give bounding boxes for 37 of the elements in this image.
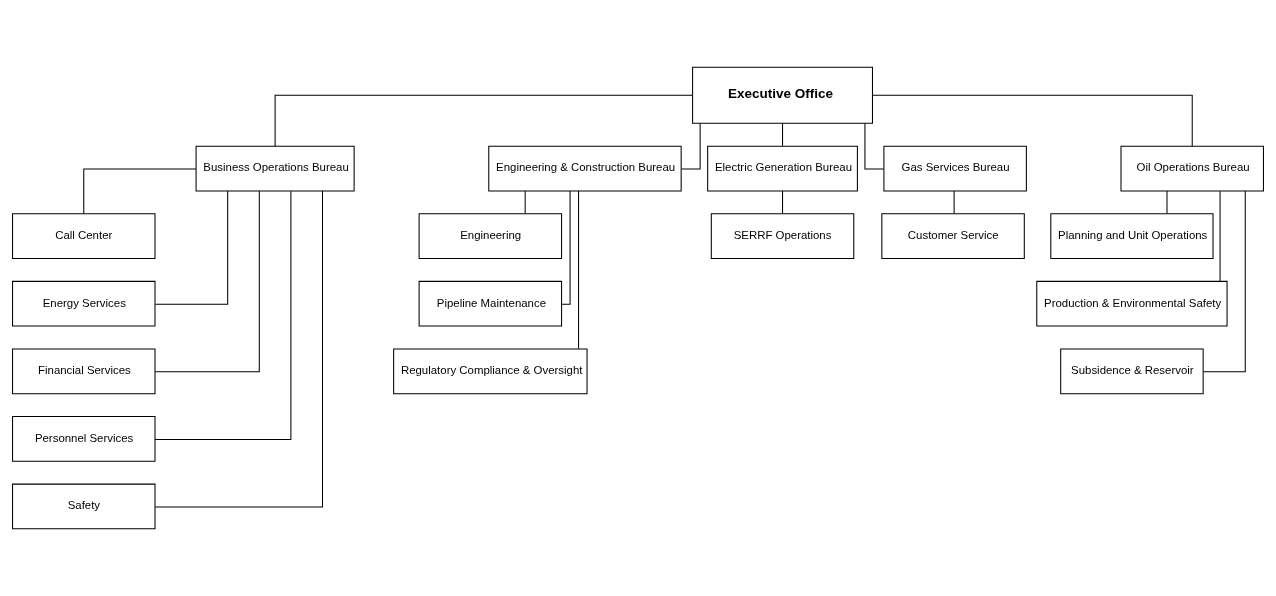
connector <box>782 190 784 214</box>
node-box: Pipeline Maintenance <box>418 280 563 327</box>
connector <box>274 94 693 147</box>
connector <box>1219 190 1221 282</box>
connector <box>1202 190 1246 373</box>
connector <box>154 190 292 440</box>
node-box: Production & Environmental Safety <box>1036 280 1228 327</box>
connector <box>782 122 784 147</box>
node-box: Oil Operations Bureau <box>1120 145 1264 192</box>
connector <box>154 190 324 508</box>
node-box: Energy Services <box>12 280 156 327</box>
node-box: Safety <box>12 483 156 530</box>
node-box: Call Center <box>12 213 156 259</box>
node-box: Engineering & Construction Bureau <box>488 145 682 192</box>
connector <box>872 94 1193 147</box>
node-box: Business Operations Bureau <box>195 145 355 192</box>
node-box: Subsidence & Reservoir <box>1060 348 1204 395</box>
node-box: Executive Office <box>692 66 873 124</box>
node-box: SERRF Operations <box>710 213 855 259</box>
connector <box>953 190 955 214</box>
connector <box>524 190 526 214</box>
connector <box>154 190 229 305</box>
connector <box>83 168 197 214</box>
connector <box>154 190 260 373</box>
node-box: Electric Generation Bureau <box>707 145 858 192</box>
connector <box>681 123 701 170</box>
node-box: Engineering <box>418 213 563 259</box>
node-box: Financial Services <box>12 348 156 395</box>
node-box: Gas Services Bureau <box>883 145 1027 192</box>
connector <box>561 190 571 305</box>
connector <box>1166 190 1168 214</box>
node-box: Regulatory Compliance & Oversight <box>393 348 588 395</box>
connector <box>578 190 580 350</box>
node-box: Customer Service <box>881 213 1025 259</box>
connector <box>864 123 885 170</box>
node-box: Personnel Services <box>12 416 156 462</box>
node-box: Planning and Unit Operations <box>1050 213 1214 259</box>
